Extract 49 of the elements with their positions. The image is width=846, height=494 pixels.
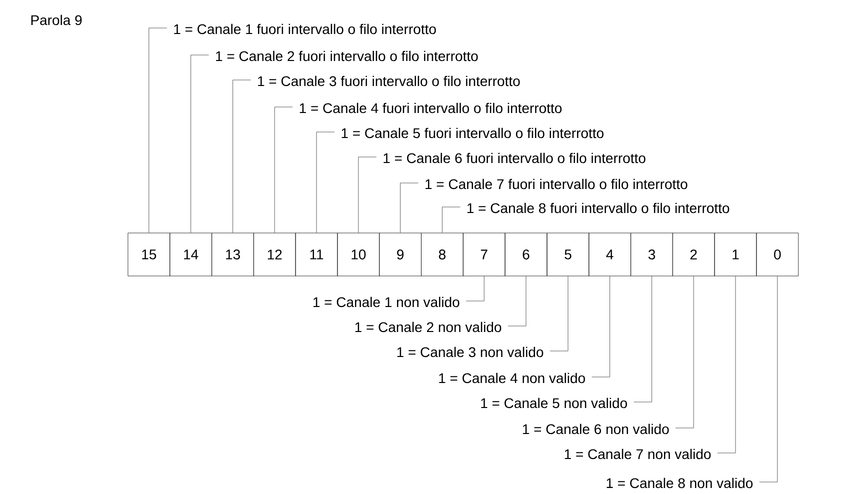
leader-line xyxy=(675,276,694,428)
bit-cell: 0 xyxy=(756,232,799,276)
bit-description: 1 = Canale 3 fuori intervallo o filo interrotto xyxy=(258,76,520,86)
leader-line xyxy=(466,276,484,302)
leader-line xyxy=(759,276,778,482)
bit-description: 1 = Canale 8 non valido xyxy=(606,478,753,488)
bit-description: 1 = Canale 2 non valido xyxy=(355,322,502,332)
bit-cell: 9 xyxy=(379,232,422,276)
bit-cell: 1 xyxy=(714,232,757,276)
bit-description: 1 = Canale 6 non valido xyxy=(522,424,669,434)
bit-cell: 5 xyxy=(546,232,590,276)
bit-cell: 4 xyxy=(588,232,631,276)
leader-line xyxy=(274,106,293,233)
bit-cell: 10 xyxy=(337,232,380,276)
leader-line xyxy=(442,206,460,233)
leader-line xyxy=(358,156,377,233)
bit-description: 1 = Canale 8 fuori intervallo o filo interrotto xyxy=(467,202,730,214)
title: Parola 9 xyxy=(31,14,82,26)
bit-cell: 14 xyxy=(170,232,212,276)
leader-line xyxy=(634,276,652,402)
leader-line xyxy=(190,54,209,233)
bit-cell: 8 xyxy=(421,232,464,276)
leader-line xyxy=(508,276,526,326)
bit-cell: 2 xyxy=(672,232,715,276)
leader-line xyxy=(550,276,568,352)
bit-description: 1 = Canale 6 fuori intervallo o filo interrotto xyxy=(384,152,646,164)
leader-line xyxy=(592,276,610,378)
bit-cell: 7 xyxy=(462,232,506,276)
bit-description: 1 = Canale 7 non valido xyxy=(564,448,711,460)
bit-description: 1 = Canale 1 non valido xyxy=(313,296,460,308)
bit-description: 1 = Canale 7 fuori intervallo o filo interrotto xyxy=(426,178,688,190)
bit-description: 1 = Canale 5 fuori intervallo o filo interrotto xyxy=(342,128,604,138)
leader-line xyxy=(717,276,736,454)
bit-description: 1 = Canale 4 non valido xyxy=(439,372,585,384)
bit-cell: 15 xyxy=(128,232,170,276)
bit-description: 1 = Canale 2 fuori intervallo o filo interrotto xyxy=(216,50,478,62)
bit-cell: 11 xyxy=(295,232,338,276)
leader-line xyxy=(232,80,251,233)
bit-cell: 12 xyxy=(253,232,296,276)
bit-description: 1 = Canale 4 fuori intervallo o filo interrotto xyxy=(300,102,562,114)
bit-description: 1 = Canale 1 fuori intervallo o filo interrotto xyxy=(174,24,436,34)
bit-description: 1 = Canale 5 non valido xyxy=(481,398,627,408)
bit-cell: 3 xyxy=(630,232,673,276)
bit-cell: 13 xyxy=(212,232,254,276)
bit-description: 1 = Canale 3 non valido xyxy=(397,346,544,358)
leader-line xyxy=(316,132,335,233)
bit-cell: 6 xyxy=(504,232,548,276)
leader-line xyxy=(400,182,418,233)
leader-line xyxy=(148,28,168,233)
